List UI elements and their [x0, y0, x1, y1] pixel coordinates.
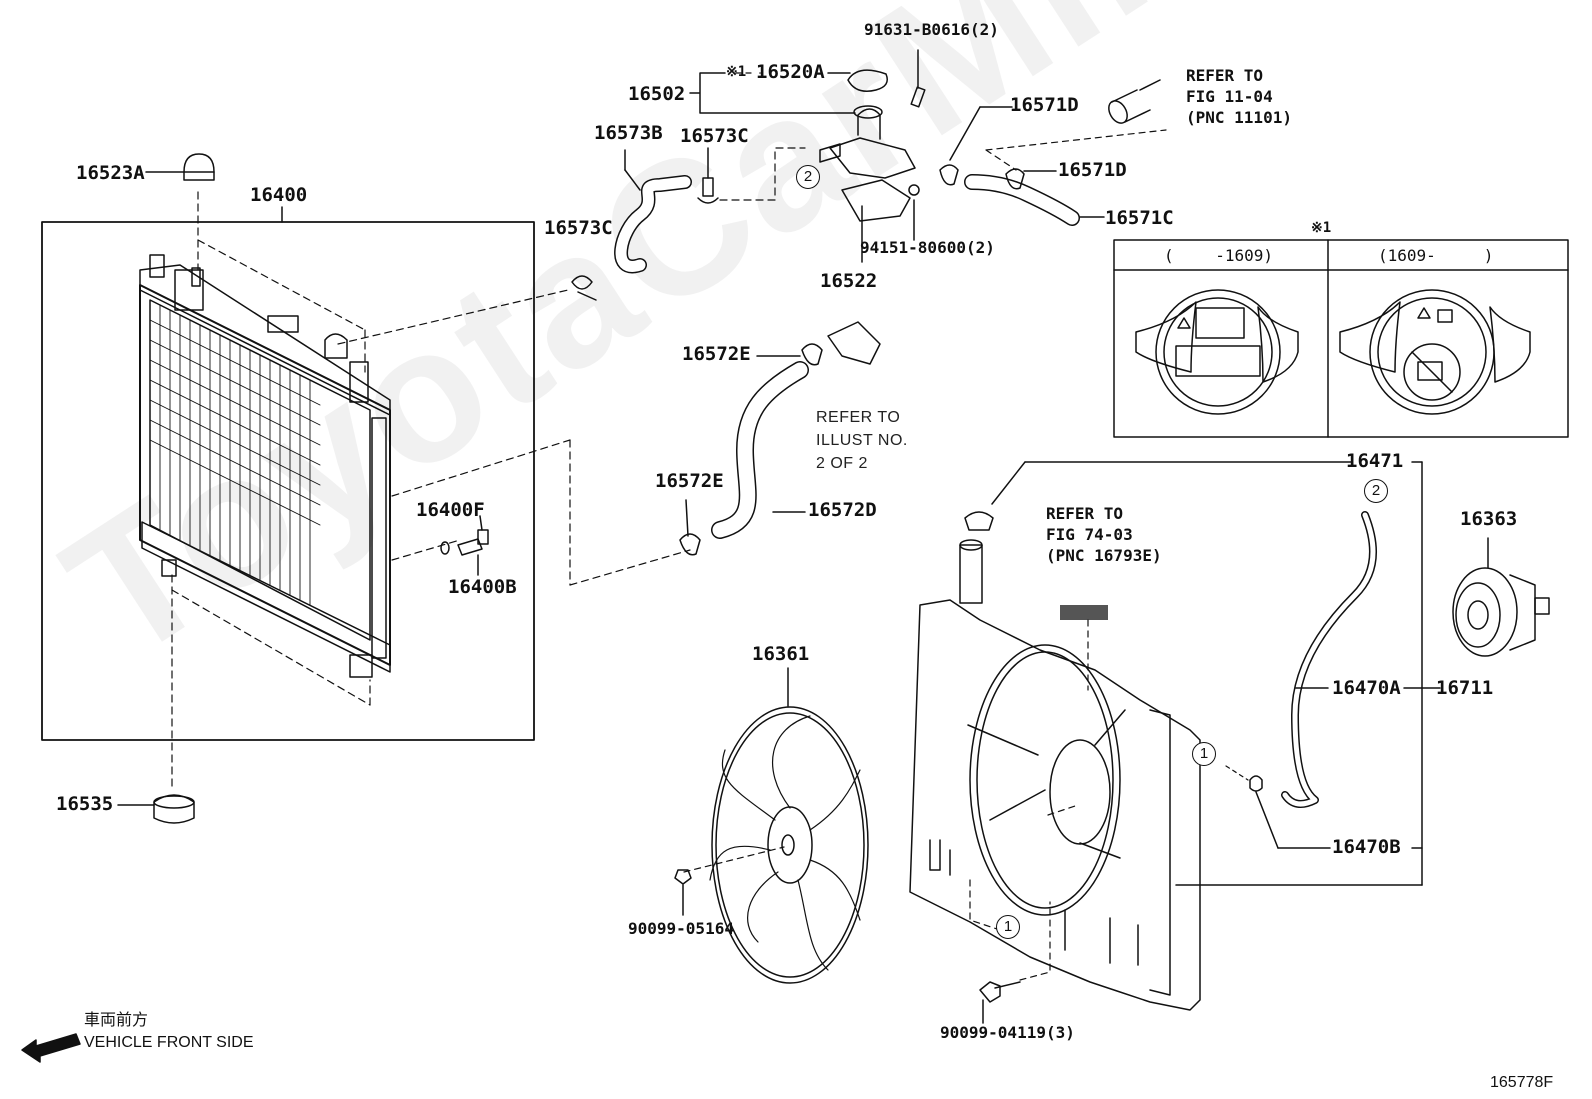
inset-box	[1113, 239, 1569, 438]
callout-1-clip: 1	[1192, 742, 1216, 766]
inset-marker: ※1	[1311, 220, 1332, 236]
cap-old	[1135, 289, 1299, 415]
marker-16520a: ※1	[726, 64, 747, 80]
front-side-jp: 車両前方	[84, 1010, 149, 1029]
grommet-16535	[153, 794, 195, 824]
callout-2-outlet: 2	[796, 165, 820, 189]
water-outlet	[829, 137, 916, 179]
refer-illust-2-of-2: REFER TO ILLUST NO. 2 OF 2	[816, 409, 908, 472]
label-16572d: 16572D	[808, 499, 877, 521]
callout-1-shroud: 1	[996, 915, 1020, 939]
callout-2-hose: 2	[1364, 479, 1388, 503]
label-16470b: 16470B	[1332, 836, 1401, 858]
label-16471: 16471	[1346, 450, 1404, 472]
label-90099-05164: 90099-05164	[628, 919, 734, 938]
fan-16361	[711, 706, 869, 984]
front-arrow	[21, 1033, 81, 1063]
label-16502: 16502	[628, 83, 686, 105]
label-16571c: 16571C	[1105, 207, 1174, 229]
label-16572e-bottom: 16572E	[655, 470, 724, 492]
label-16522: 16522	[820, 270, 878, 292]
label-16573c-top: 16573C	[680, 125, 749, 147]
label-16470a: 16470A	[1332, 677, 1401, 699]
label-16361: 16361	[752, 643, 810, 665]
front-side-en: VEHICLE FRONT SIDE	[84, 1034, 254, 1051]
radiator	[139, 254, 391, 678]
label-90099-04119: 90099-04119(3)	[940, 1023, 1075, 1042]
figure-id: 165778F	[1490, 1074, 1554, 1091]
fan-shroud	[909, 599, 1201, 1011]
label-16363: 16363	[1460, 508, 1518, 530]
label-16400f: 16400F	[416, 499, 485, 521]
label-16535: 16535	[56, 793, 114, 815]
inset-header-left: ( -1609)	[1164, 246, 1274, 265]
label-16400b: 16400B	[448, 576, 517, 598]
cap-new	[1339, 289, 1531, 415]
radiator-group-box	[41, 221, 535, 741]
label-16571d-mid: 16571D	[1058, 159, 1127, 181]
label-16573c-left: 16573C	[544, 217, 613, 239]
label-16400: 16400	[250, 184, 308, 206]
label-16572e-top: 16572E	[682, 343, 751, 365]
refer-fig-74-03: REFER TO FIG 74-03 (PNC 16793E)	[1046, 504, 1162, 565]
label-16571d-top: 16571D	[1010, 94, 1079, 116]
label-16523a: 16523A	[76, 162, 145, 184]
cap-16523a	[183, 153, 215, 181]
label-16573b: 16573B	[594, 122, 663, 144]
label-16520a: 16520A	[756, 61, 825, 83]
motor-16363	[1452, 567, 1518, 657]
label-94151: 94151-80600(2)	[860, 238, 995, 257]
label-16711: 16711	[1436, 677, 1494, 699]
inset-header-right: (1609- )	[1378, 246, 1494, 265]
refer-fig-11-04: REFER TO FIG 11-04 (PNC 11101)	[1186, 66, 1292, 127]
label-91631: 91631-B0616(2)	[864, 20, 999, 39]
